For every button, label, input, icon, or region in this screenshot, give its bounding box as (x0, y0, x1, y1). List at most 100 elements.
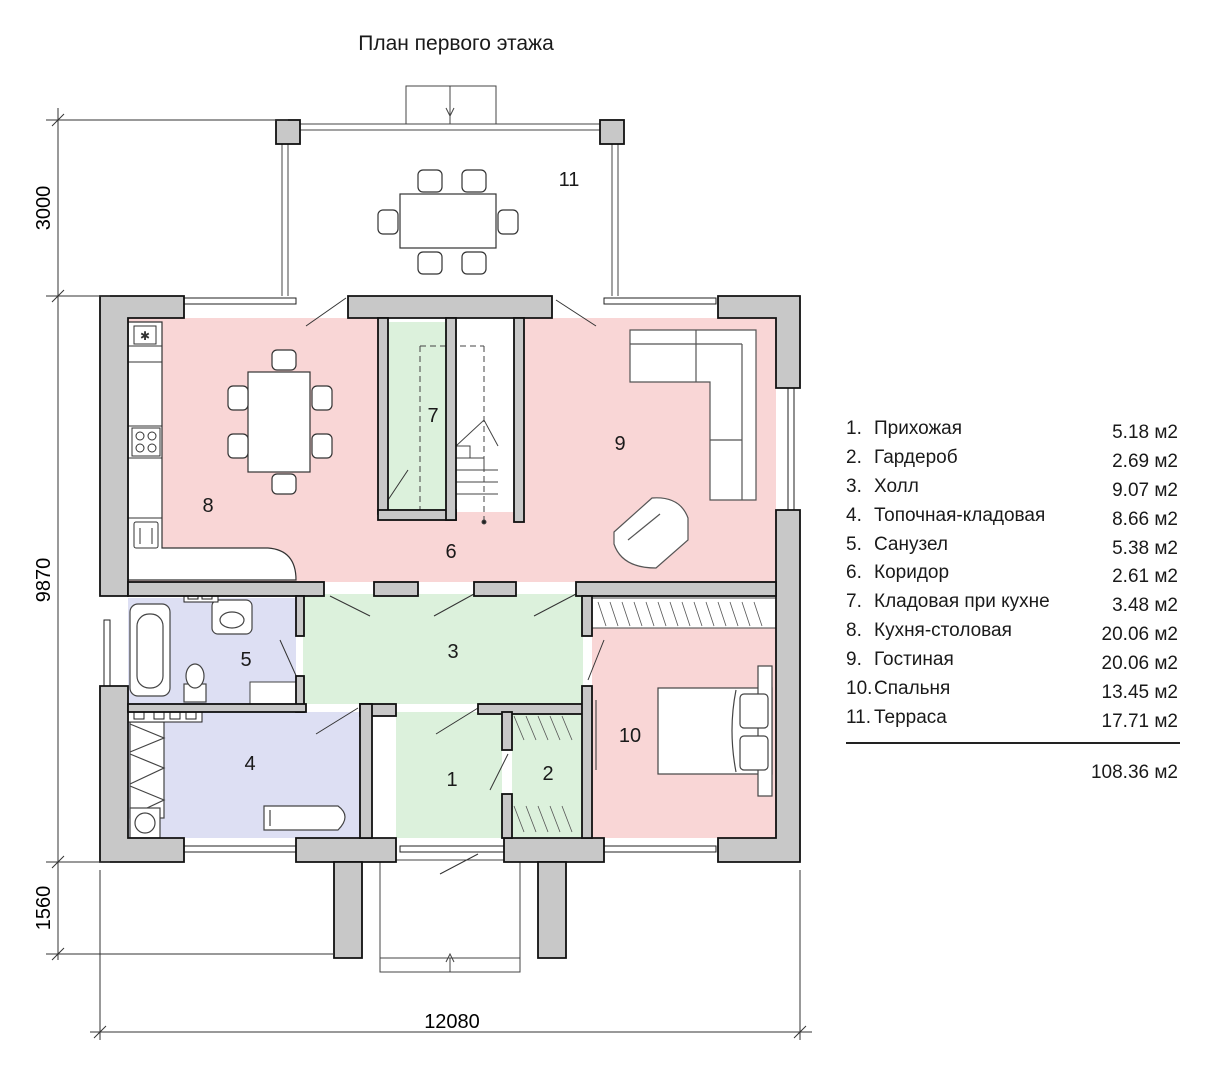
legend-row: 8. Кухня-столовая 20.06 м2 (846, 614, 1180, 646)
legend-num: 7. (846, 591, 862, 613)
dimension-lines (46, 108, 812, 1040)
legend-row: 2. Гардероб 2.69 м2 (846, 441, 1180, 472)
room-label-6: 6 (445, 541, 456, 563)
wall-top-center (347, 295, 553, 319)
legend-name: Холл (874, 475, 919, 497)
floor-entry (396, 712, 502, 838)
room-label-7: 7 (427, 405, 438, 427)
wall-bath-right (295, 595, 305, 637)
legend-row: 5. Санузел 5.38 м2 (846, 528, 1180, 559)
legend-num: 1. (846, 418, 862, 439)
legend-area: 9.07 м2 (1112, 479, 1178, 501)
terrace-outline (281, 85, 619, 296)
wall-bottom-right (503, 837, 605, 863)
wall-corridor-mid2 (473, 581, 517, 597)
room-label-9: 9 (614, 433, 625, 455)
wall-hall-bottom-right (477, 703, 585, 715)
legend-name: Гардероб (874, 446, 958, 468)
dim-house-width: 12080 (424, 1011, 480, 1033)
legend-area: 2.61 м2 (1112, 566, 1178, 588)
wall-stair-right (513, 317, 525, 523)
legend-name: Прихожая (874, 418, 963, 439)
room-legend: 1. Прихожая 5.18 м2 2. Гардероб 2.69 м2 … (846, 412, 1180, 784)
wall-boiler-right (359, 703, 373, 839)
legend-name: Кухня-столовая (874, 620, 1012, 642)
legend-row: 10. Спальня 13.45 м2 (846, 672, 1180, 704)
fridge-icon: ✱ (133, 325, 157, 345)
legend-area: 20.06 м2 (1101, 653, 1178, 675)
legend-name: Топочная-кладовая (874, 504, 1046, 526)
terrace-post-right (599, 119, 625, 145)
kitchen-dining-set (227, 349, 333, 495)
sink-icon (133, 521, 159, 549)
room-label-8: 8 (202, 495, 213, 517)
wall-pantry-left (377, 317, 389, 515)
dim-porch-depth: 1560 (33, 886, 55, 931)
room-label-11: 11 (559, 169, 580, 191)
legend-name: Коридор (874, 562, 950, 584)
legend-row: 4. Топочная-кладовая 8.66 м2 (846, 499, 1180, 530)
washbasin (211, 599, 253, 635)
legend-area: 17.71 м2 (1101, 710, 1178, 732)
wall-outer-right-upper (717, 295, 801, 389)
wall-bath-bottom (127, 703, 307, 713)
room-numbers: 1 2 3 4 5 6 7 8 9 10 11 (202, 169, 641, 791)
room-label-10: 10 (619, 725, 641, 747)
wall-outer-right-lower (717, 509, 801, 863)
legend-num: 3. (846, 475, 862, 497)
kitchen-counter (127, 321, 297, 581)
wall-stair-mid (445, 317, 457, 521)
dim-house-depth: 9870 (33, 558, 55, 603)
washing-machine (129, 807, 161, 839)
wardrobe-hatch-closet (513, 715, 573, 833)
toilet (183, 663, 207, 703)
wardrobe-hatch-bedroom (597, 601, 763, 627)
room-label-1: 1 (446, 769, 457, 791)
legend-name: Кладовая при кухне (874, 591, 1050, 613)
room-label-3: 3 (447, 641, 458, 663)
legend-area: 3.48 м2 (1112, 595, 1178, 617)
room-label-5: 5 (240, 649, 251, 671)
legend-name: Терраса (874, 706, 947, 728)
legend-num: 2. (846, 446, 862, 468)
legend-row: 9. Гостиная 20.06 м2 (846, 643, 1180, 675)
wall-bedroom-left (581, 595, 593, 637)
floor-plan: ✱ (33, 85, 812, 1040)
legend-num: 4. (846, 504, 862, 526)
legend-num: 5. (846, 533, 862, 555)
legend-area: 8.66 м2 (1112, 508, 1178, 530)
plan-title: План первого этажа (358, 32, 554, 55)
legend-area: 20.06 м2 (1101, 624, 1178, 646)
legend-area: 2.69 м2 (1112, 450, 1178, 472)
legend-row: 1. Прихожая 5.18 м2 (846, 412, 1180, 443)
legend-row: 11. Терраса 17.71 м2 (846, 701, 1180, 732)
sofa (629, 329, 757, 501)
wall-bottom-left (295, 837, 397, 863)
legend-num: 6. (846, 562, 862, 584)
wardrobe-bedroom (591, 597, 777, 629)
legend-row: 6. Коридор 2.61 м2 (846, 556, 1180, 588)
bathtub (129, 603, 171, 697)
legend-name: Спальня (874, 678, 951, 700)
legend-total-area: 108.36 м2 (1090, 761, 1178, 783)
wall-corridor-left (127, 581, 325, 597)
terrace-post-left (275, 119, 301, 145)
floor-wardrobe (512, 712, 582, 838)
boiler (263, 805, 346, 831)
floor-hall (303, 594, 583, 704)
legend-name: Гостиная (874, 649, 954, 671)
bathroom-shelf (249, 681, 297, 705)
legend-num: 9. (846, 649, 862, 671)
wall-bedroom-left-lower (581, 685, 593, 839)
room-label-4: 4 (244, 753, 255, 775)
wall-closet-left-lower (501, 793, 513, 839)
wall-closet-left (501, 711, 513, 751)
legend-row: 7. Кладовая при кухне 3.48 м2 (846, 585, 1180, 617)
terrace-dining-set (377, 169, 519, 275)
legend-area: 13.45 м2 (1101, 682, 1178, 704)
wall-corridor-right (575, 581, 777, 597)
legend-num: 8. (846, 620, 862, 642)
room-label-2: 2 (542, 763, 553, 785)
legend-area: 5.38 м2 (1112, 537, 1178, 559)
dim-terrace-depth: 3000 (33, 186, 55, 231)
